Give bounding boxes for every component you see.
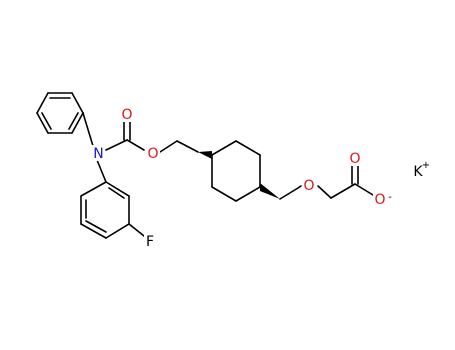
n-carbonyl-bond [105,139,128,151]
atom-o-acid-double: O [348,150,362,167]
fluorine-label: F [146,234,154,250]
phenyl-ring [36,92,84,134]
atom-o-carbonyl: O [120,106,133,123]
nitrogen-label: N [93,146,103,162]
ring-ch2-bond [279,187,299,200]
n-fluorophenyl-bond [96,159,107,183]
ch2-carboxyl-bond [330,183,356,199]
oxygen-label: O [121,107,132,123]
ester-ch2-bond [159,140,178,153]
negative-charge-label: - [388,192,392,203]
carboxyl-single-bond [354,183,374,196]
atom-f: F [144,233,156,250]
atom-o-ether: O [302,177,316,194]
atom-o-acid-single: O - [373,191,392,208]
atom-k: K + [413,160,430,180]
oxygen-label: O [303,178,314,194]
wedge-bond-right [260,183,280,199]
positive-charge-label: + [422,160,430,171]
wedge-bond-left [198,151,212,159]
oxygen-label: O [147,146,158,162]
oxygen-label: O [349,151,360,167]
carbonyl-ester-bond [126,139,145,151]
oxygen-label: O [374,192,385,208]
fluorophenyl-ring [80,181,130,239]
ch2-ring-bond [176,140,199,153]
atom-n: N [92,145,105,162]
ether-left-bond [297,185,302,189]
cyclohexane-ring [211,140,261,202]
potassium-label: K [413,164,423,180]
atom-o-ester: O [146,145,160,162]
cf-bond [128,223,145,237]
n-phenyl-bond [82,112,94,147]
ether-right-bond [317,185,332,199]
